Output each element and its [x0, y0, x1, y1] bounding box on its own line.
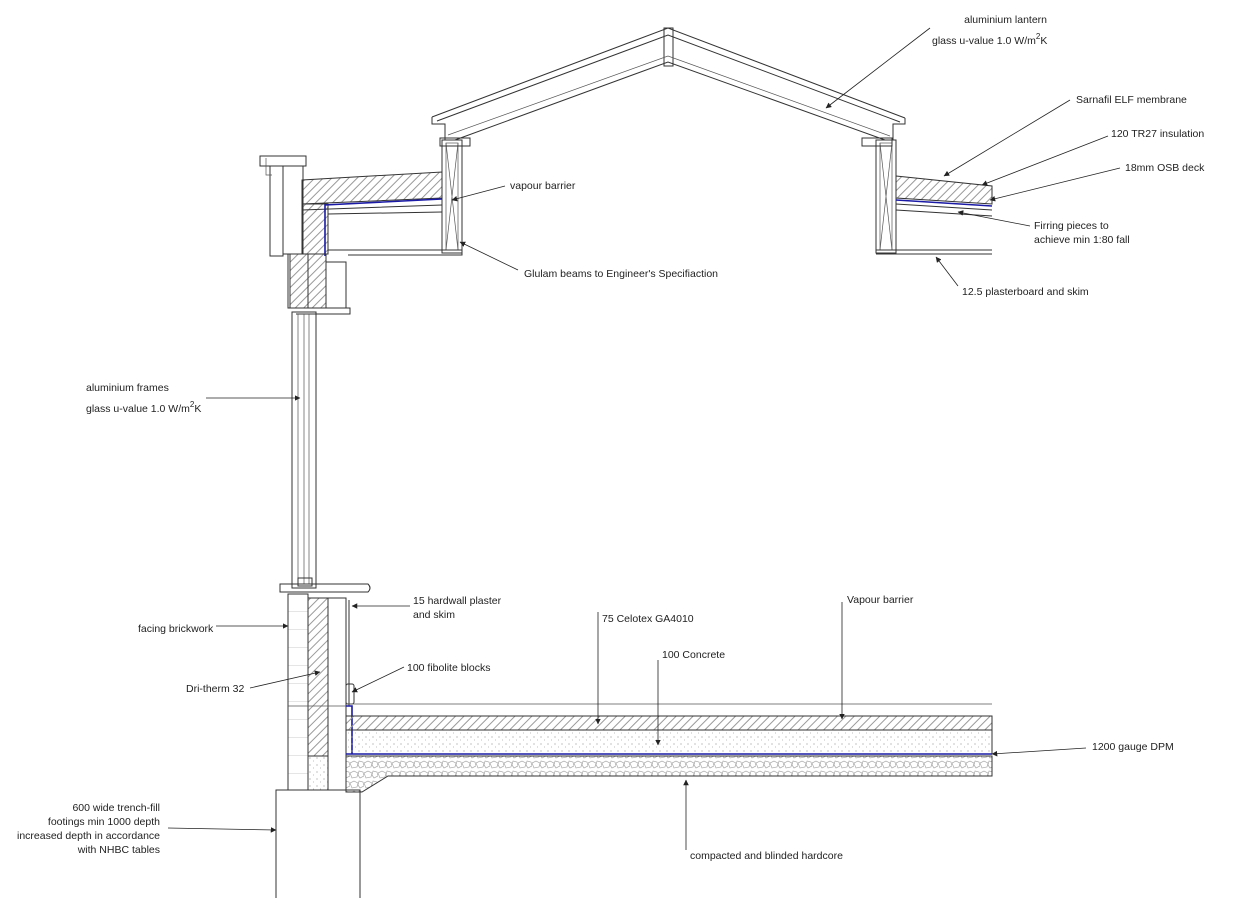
roof-lantern: [431, 27, 906, 254]
label-firring-1: Firring pieces to: [1034, 220, 1109, 232]
label-footing-2: footings min 1000 depth: [48, 816, 160, 828]
label-vapour-barrier-floor: Vapour barrier: [847, 594, 914, 606]
glazed-screen: [279, 311, 371, 593]
label-osb-deck: 18mm OSB deck: [1125, 162, 1205, 174]
label-vapour-barrier-roof: vapour barrier: [510, 180, 576, 192]
label-frames-1: aluminium frames: [86, 382, 169, 394]
label-lantern-line-1: aluminium lantern: [964, 14, 1047, 26]
label-plasterboard: 12.5 plasterboard and skim: [962, 286, 1089, 298]
label-footing-4: with NHBC tables: [77, 844, 160, 856]
label-hardcore: compacted and blinded hardcore: [690, 850, 843, 862]
label-brickwork: facing brickwork: [138, 623, 214, 635]
label-footing-3: increased depth in accordance: [17, 830, 160, 842]
label-plaster-1: 15 hardwall plaster: [413, 595, 502, 607]
label-concrete: 100 Concrete: [662, 649, 725, 661]
annotation-labels: aluminium lantern glass u-value 1.0 W/m2…: [17, 14, 1205, 862]
label-sarnafil: Sarnafil ELF membrane: [1076, 94, 1187, 106]
right-flat-roof: [876, 175, 993, 255]
ground-floor-slab: [345, 703, 993, 793]
label-frames-2: glass u-value 1.0 W/m2K: [86, 400, 201, 415]
label-tr27-insulation: 120 TR27 insulation: [1111, 128, 1204, 140]
label-fibolite: 100 fibolite blocks: [407, 662, 490, 674]
label-lantern-line-2: glass u-value 1.0 W/m2K: [932, 32, 1047, 47]
left-flat-roof: [259, 155, 463, 315]
label-celotex: 75 Celotex GA4010: [602, 613, 694, 625]
label-plaster-2: and skim: [413, 609, 455, 621]
label-glulam: Glulam beams to Engineer's Specifiaction: [524, 268, 718, 280]
label-dritherm: Dri-therm 32: [186, 683, 245, 695]
trench-fill-footing: [275, 789, 361, 898]
label-firring-2: achieve min 1:80 fall: [1034, 234, 1130, 246]
cavity-wall: [287, 593, 355, 791]
label-dpm: 1200 gauge DPM: [1092, 741, 1174, 753]
label-footing-1: 600 wide trench-fill: [72, 802, 160, 814]
annotation-leaders: [167, 27, 1121, 850]
